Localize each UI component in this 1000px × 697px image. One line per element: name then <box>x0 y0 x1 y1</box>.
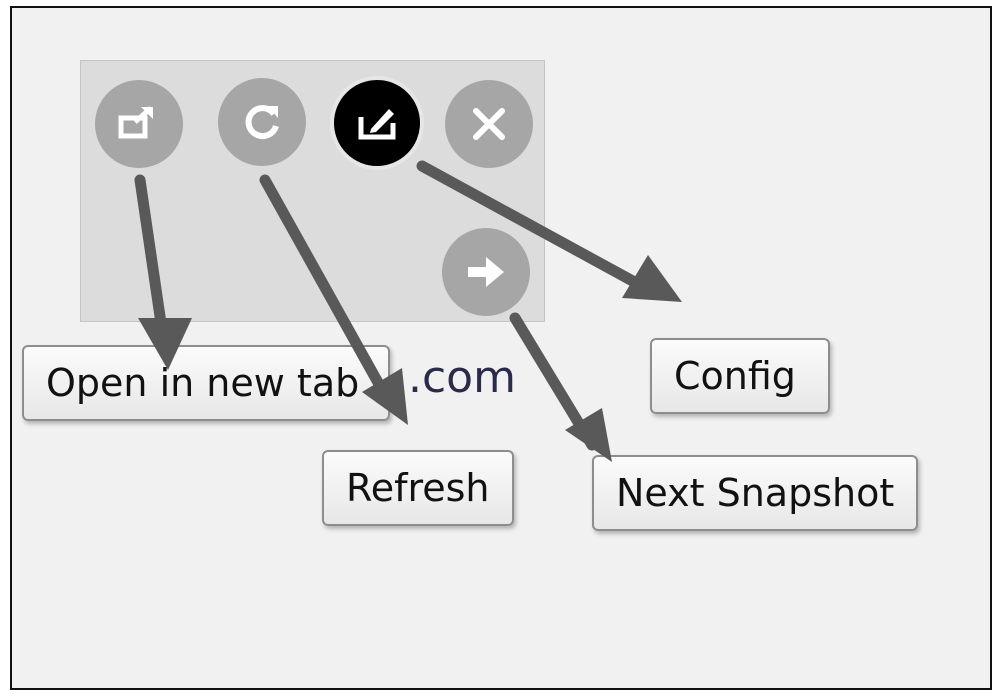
domain-text: .com <box>408 352 516 403</box>
tooltip-next-snapshot: Next Snapshot <box>592 455 918 531</box>
arrow-right-icon <box>468 257 504 287</box>
tooltip-config: Config <box>650 338 830 414</box>
external-link-icon <box>118 106 153 139</box>
close-button[interactable] <box>445 80 533 168</box>
close-icon <box>473 108 505 140</box>
next-snapshot-button[interactable] <box>442 228 530 316</box>
edit-icon <box>358 109 396 140</box>
refresh-button[interactable] <box>218 78 306 166</box>
refresh-icon <box>245 105 279 140</box>
config-button[interactable] <box>330 76 424 170</box>
tooltip-refresh: Refresh <box>322 450 514 526</box>
tooltip-open-new-tab: Open in new tab <box>22 345 390 421</box>
open-new-tab-button[interactable] <box>95 80 183 168</box>
